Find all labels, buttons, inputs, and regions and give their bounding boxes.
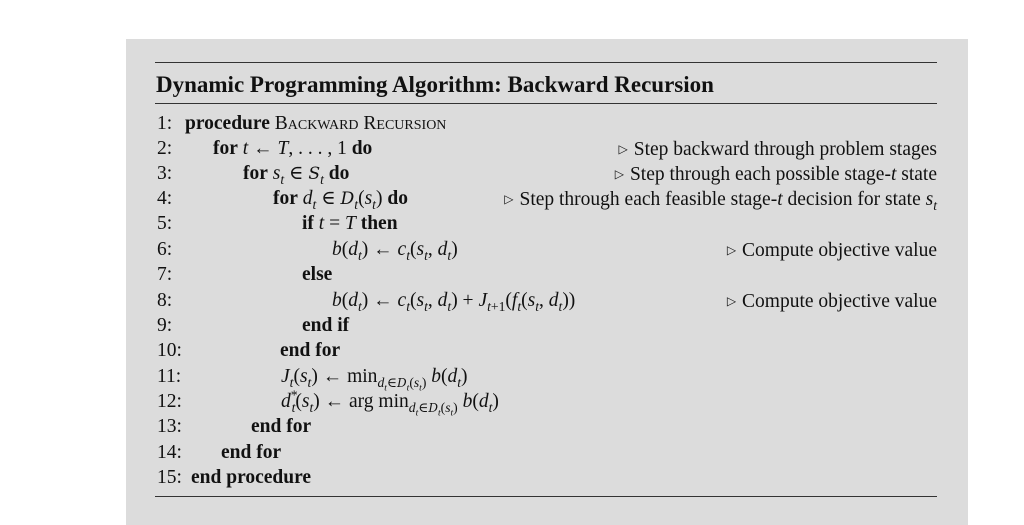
line-number: 13: — [157, 416, 182, 437]
line-code: b(dt) ← ct(st, dt) — [332, 239, 458, 263]
algorithm-line-9: 9: end if — [157, 314, 937, 338]
line-code: end if — [302, 314, 349, 338]
line-comment: ▷Step through each feasible stage-t deci… — [504, 189, 937, 213]
line-comment: ▷ Step backward through problem stages — [619, 137, 938, 162]
line-number: 5: — [157, 213, 173, 234]
comment-triangle-icon: ▷ — [726, 294, 737, 308]
comment-text: Step backward through problem stages — [633, 139, 937, 160]
algorithm-line-13: 13: end for — [157, 415, 937, 439]
line-number: 8: — [157, 290, 173, 311]
keyword: else — [302, 264, 333, 285]
line-number: 12: — [157, 391, 182, 412]
line-number: 3: — [157, 163, 173, 184]
line-number: 6: — [157, 239, 173, 260]
line-code: end for — [251, 415, 311, 439]
line-code: if t = T then — [302, 213, 398, 234]
line-code: d*t(st) ← arg mindt∈Dt(st) b(dt) — [281, 387, 499, 419]
algorithm-line-11: 11: Jt(st) ← mindt∈Dt(st) b(dt) — [157, 365, 937, 394]
keyword: for — [273, 188, 298, 209]
line-number: 9: — [157, 315, 173, 336]
algorithm-title: Dynamic Programming Algorithm: Backward … — [156, 72, 714, 97]
line-code: else — [302, 263, 332, 287]
line-code: b(dt) ← ct(st, dt) + Jt+1(ft(st, dt)) — [332, 290, 576, 314]
keyword: end procedure — [191, 467, 312, 488]
keyword: do — [328, 163, 350, 184]
keyword: end for — [251, 416, 312, 437]
algorithm-line-14: 14: end for — [157, 441, 937, 465]
line-number: 11: — [157, 366, 182, 387]
line-comment: ▷ Compute objective value — [727, 289, 937, 314]
line-number: 4: — [157, 188, 173, 209]
comment-triangle-icon: ▷ — [614, 167, 624, 181]
algorithm-line-5: 5: if t = T then — [157, 212, 937, 236]
comment-triangle-icon: ▷ — [726, 243, 737, 257]
keyword: for — [213, 138, 238, 159]
algorithm-line-7: 7: else — [157, 263, 937, 287]
line-number: 7: — [157, 264, 173, 285]
line-comment: ▷Step through each possible stage-t stat… — [614, 164, 937, 185]
comment-triangle-icon: ▷ — [618, 142, 628, 156]
procedure-name: Backward Recursion — [274, 113, 447, 134]
line-number: 10: — [157, 340, 182, 361]
line-code: end for — [221, 441, 281, 465]
keyword: do — [351, 138, 373, 159]
comment-text: Compute objective value — [742, 291, 937, 312]
comment-triangle-icon: ▷ — [504, 192, 514, 206]
line-code: for t ← T, . . . , 1 do — [213, 138, 373, 159]
algorithm-line-10: 10: end for — [157, 339, 937, 363]
keyword: end if — [302, 315, 350, 336]
keyword: if — [302, 213, 314, 234]
line-number: 2: — [157, 138, 173, 159]
algorithm-line-8: 8: b(dt) ← ct(st, dt) + Jt+1(ft(st, dt))… — [157, 289, 937, 313]
line-number: 15: — [157, 467, 182, 488]
keyword: then — [360, 213, 398, 234]
comment-text: Compute objective value — [742, 240, 937, 261]
algorithm-line-1: 1: procedure Backward Recursion — [157, 112, 937, 136]
top-rule — [155, 62, 937, 63]
algorithm-line-3: 3: for st ∈ St do ▷Step through each pos… — [157, 162, 937, 186]
keyword: for — [243, 163, 268, 184]
algorithm-line-15: 15: end procedure — [157, 466, 937, 490]
line-code: end procedure — [191, 466, 311, 490]
algorithm-line-2: 2: for t ← T, . . . , 1 do ▷ Step backwar… — [157, 137, 937, 161]
keyword: do — [387, 188, 408, 209]
algorithm-line-4: 4: for dt ∈ Dt(st) do ▷Step through each… — [157, 187, 937, 213]
line-code: Jt(st) ← mindt∈Dt(st) b(dt) — [281, 366, 468, 394]
algorithm-panel — [126, 39, 968, 525]
line-code: procedure Backward Recursion — [185, 112, 446, 136]
line-number: 14: — [157, 442, 182, 463]
line-code: for dt ∈ Dt(st) do — [273, 188, 408, 212]
algorithm-line-6: 6: b(dt) ← ct(st, dt) ▷ Compute objective… — [157, 238, 937, 262]
keyword: end for — [221, 442, 282, 463]
line-code: for st ∈ St do — [243, 163, 350, 187]
keyword: end for — [280, 340, 341, 361]
bottom-rule — [155, 496, 937, 497]
line-comment: ▷ Compute objective value — [727, 238, 937, 263]
keyword: procedure — [185, 113, 270, 134]
line-code: end for — [280, 339, 340, 363]
title-rule — [155, 103, 937, 104]
line-number: 1: — [157, 113, 173, 134]
algorithm-line-12: 12: d*t(st) ← arg mindt∈Dt(st) b(dt) — [157, 387, 937, 419]
